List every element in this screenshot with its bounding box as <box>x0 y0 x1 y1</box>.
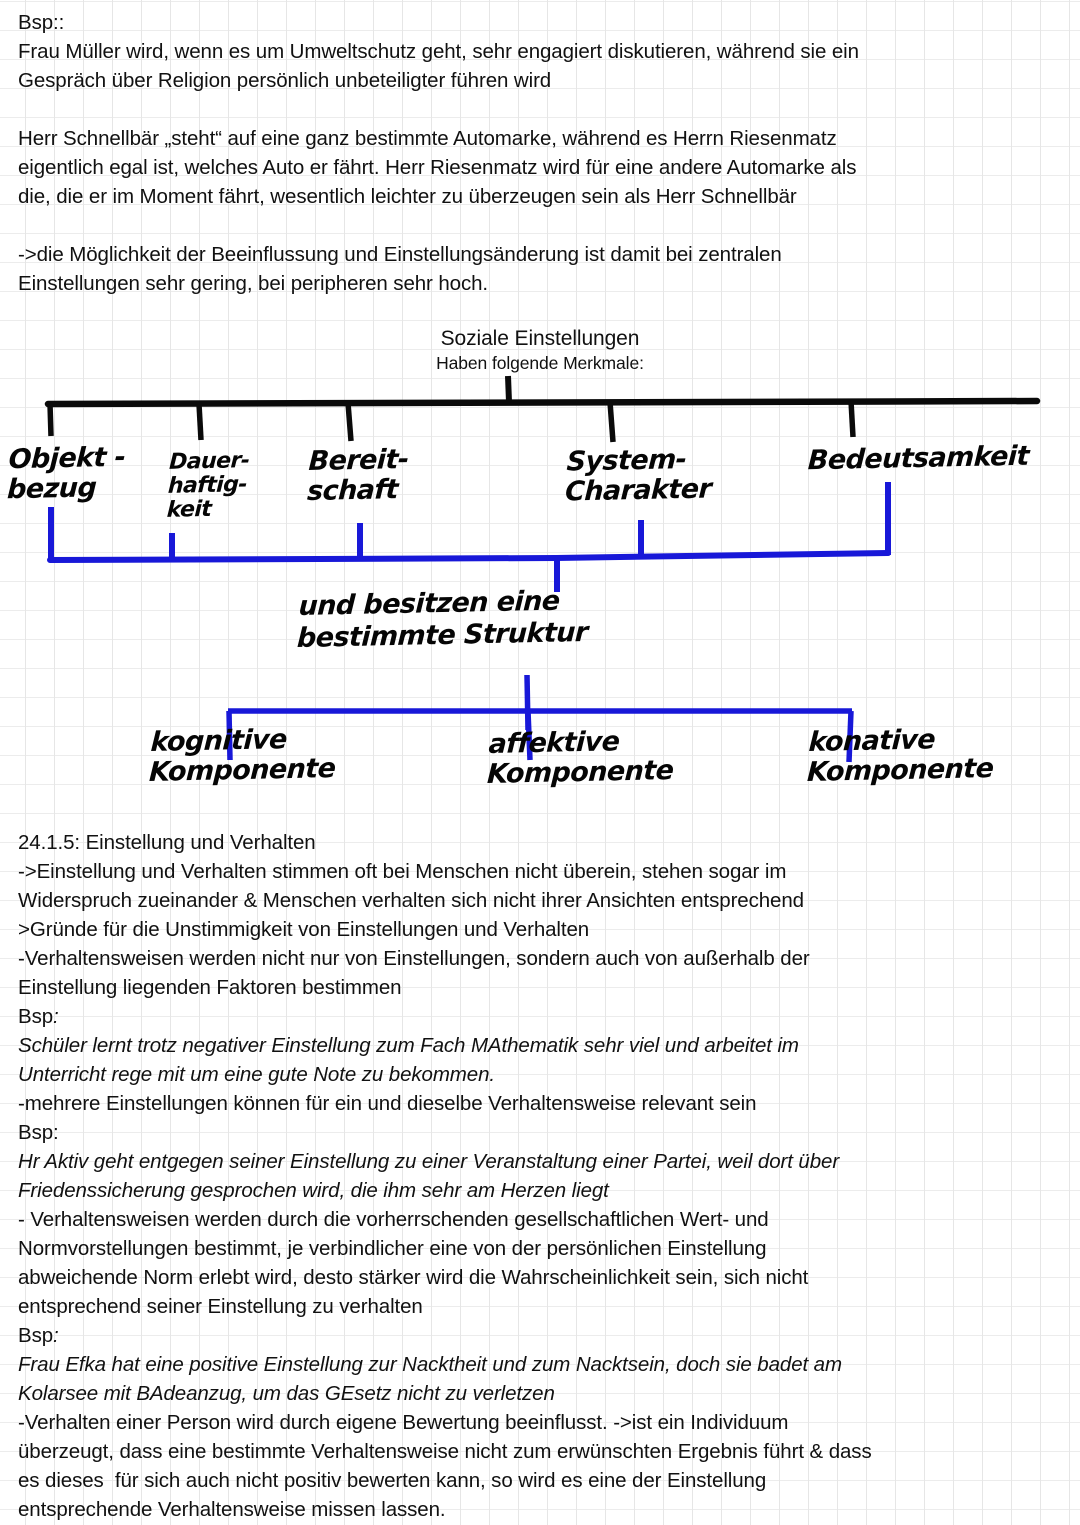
diagram-heading: Soziale Einstellungen Haben folgende Mer… <box>0 326 1080 374</box>
blue-collector-line <box>47 550 891 563</box>
diagram-title: Soziale Einstellungen <box>440 327 640 350</box>
komponente-label-kognitive: kognitive Komponente <box>148 724 337 788</box>
diagram-subtitle: Haben folgende Merkmale: <box>436 353 644 373</box>
note-line: entsprechende Verhaltensweise missen las… <box>18 1498 446 1521</box>
diagram-connectors <box>44 375 1041 763</box>
black-tick-5 <box>848 400 856 438</box>
merkmal-label-objektbezug: Objekt - bezug <box>6 441 127 506</box>
note-line <box>18 211 1064 240</box>
note-line <box>18 95 1064 124</box>
note-line: entsprechend seiner Einstellung zu verha… <box>18 1295 423 1318</box>
note-line: Bsp: <box>18 1324 59 1347</box>
note-line: Kolarsee mit BAdeanzug, um das GEsetz ni… <box>18 1382 555 1405</box>
note-line: -Verhaltensweisen werden nicht nur von E… <box>18 947 810 970</box>
note-line: Bsp: <box>18 1005 59 1028</box>
note-line: >Gründe für die Unstimmigkeit von Einste… <box>18 918 590 941</box>
notes-bottom-block: 24.1.5: Einstellung und Verhalten ->Einst… <box>18 828 1064 1524</box>
black-stem <box>505 375 512 403</box>
note-line: Schüler lernt trotz negativer Einstellun… <box>18 1034 799 1057</box>
note-line: -mehrere Einstellungen können für ein un… <box>18 1092 757 1115</box>
note-line: Einstellungen sehr gering, bei periphere… <box>18 272 489 295</box>
merkmal-label-systemcharakter: System- Charakter <box>564 444 713 508</box>
note-line: 24.1.5: Einstellung und Verhalten <box>18 831 316 854</box>
note-line: Gespräch über Religion persönlich unbete… <box>18 69 552 92</box>
note-line: ->Einstellung und Verhalten stimmen oft … <box>18 860 787 883</box>
note-line: Normvorstellungen bestimmt, je verbindli… <box>18 1237 767 1260</box>
blue-lower-drop-left <box>226 710 233 761</box>
note-line: eigentlich egal ist, welches Auto er fäh… <box>18 156 857 179</box>
note-line: Herr Schnellbär „steht“ auf eine ganz be… <box>18 127 837 150</box>
note-line: - Verhaltensweisen werden durch die vorh… <box>18 1208 769 1231</box>
merkmal-label-dauerhaftigkeit: Dauer- haftig- keit <box>166 448 250 523</box>
note-line: abweichende Norm erlebt wird, desto stär… <box>18 1266 809 1289</box>
note-line: Widerspruch zueinander & Menschen verhal… <box>18 889 804 912</box>
note-line: überzeugt, dass eine bestimmte Verhalten… <box>18 1440 872 1463</box>
note-line: Bsp: <box>18 1121 59 1144</box>
note-line: es dieses für sich auch nicht positiv be… <box>18 1469 767 1492</box>
note-line: Einstellung liegenden Faktoren bestimmen <box>18 976 402 999</box>
middle-structure-text: und besitzen eine bestimmte Struktur <box>296 585 589 655</box>
merkmal-label-bereitschaft: Bereit- schaft <box>306 443 410 508</box>
komponente-label-affektive: affektive Komponente <box>486 726 675 790</box>
black-tick-4 <box>607 401 616 443</box>
note-line: die, die er im Moment fährt, wesentlich … <box>18 185 797 208</box>
blue-lower-drop-right <box>846 710 854 763</box>
note-line: Hr Aktiv geht entgegen seiner Einstellun… <box>18 1150 840 1173</box>
note-line: Friedenssicherung gesprochen wird, die i… <box>18 1179 609 1202</box>
black-tick-3 <box>345 402 354 442</box>
notes-top-block: Bsp::Frau Müller wird, wenn es um Umwelt… <box>18 8 1064 298</box>
merkmal-label-bedeutsamkeit: Bedeutsamkeit <box>807 440 1030 477</box>
note-line: Bsp:: <box>18 11 65 34</box>
note-line: Frau Efka hat eine positive Einstellung … <box>18 1353 842 1376</box>
note-line: -Verhalten einer Person wird durch eigen… <box>18 1411 789 1434</box>
black-main-bar <box>44 397 1041 408</box>
blue-lower-drop-mid <box>525 710 533 761</box>
komponente-label-konative: konative Komponente <box>806 724 995 788</box>
note-line: Frau Müller wird, wenn es um Umweltschut… <box>18 40 859 63</box>
black-tick-1 <box>47 403 54 437</box>
black-tick-2 <box>196 403 204 441</box>
attitude-structure-diagram: Soziale Einstellungen Haben folgende Mer… <box>0 320 1080 820</box>
note-line: Unterricht rege mit um eine gute Note zu… <box>18 1063 495 1086</box>
note-line: ->die Möglichkeit der Beeinflussung und … <box>18 243 782 266</box>
